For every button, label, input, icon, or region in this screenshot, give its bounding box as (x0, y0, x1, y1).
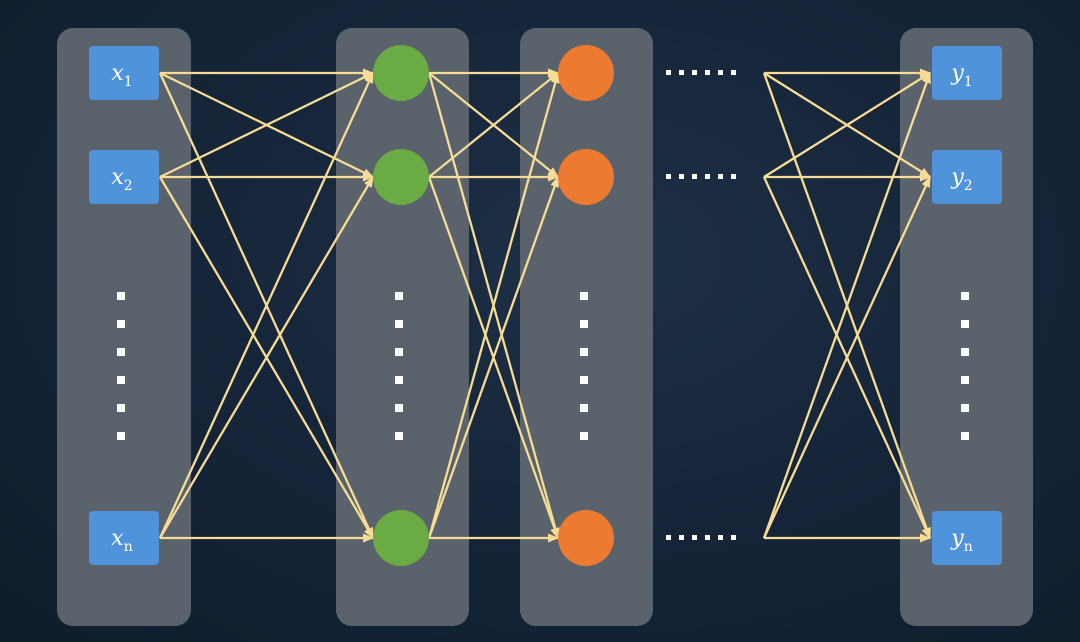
output-vertical-dots-icon (961, 292, 969, 440)
output-label-main: y (950, 165, 964, 190)
input-box (89, 150, 159, 204)
input-label-main: x (111, 526, 124, 551)
input-label-sub: n (124, 539, 133, 555)
horizontal-dots-icon-middle (666, 174, 736, 179)
connection-arrow-fanout-to-output-2-1 (762, 176, 932, 539)
input-node-xn: xn (89, 511, 159, 565)
input-node-x1: x1 (89, 46, 159, 100)
output-box (932, 150, 1002, 204)
connection-arrow-hidden1-to-hidden2-1-0 (428, 72, 559, 178)
output-label-sub: 2 (964, 178, 973, 194)
hidden-2-node-top (558, 45, 614, 101)
connection-arrow-fanout-to-output-2-0 (762, 72, 932, 539)
input-label-sub: 2 (124, 178, 133, 194)
hidden-2-node-middle (558, 149, 614, 205)
input-node-x2: x2 (89, 150, 159, 204)
connection-arrow-fanout-to-output-1-0 (763, 72, 931, 178)
svg-text:xn: xn (111, 526, 132, 555)
input-label-main: x (111, 165, 124, 190)
output-label-main: y (950, 526, 964, 551)
svg-text:y2: y2 (950, 165, 972, 194)
svg-text:y1: y1 (950, 61, 972, 90)
input-box (89, 46, 159, 100)
output-label-sub: n (964, 539, 973, 555)
output-node-y2: y2 (932, 150, 1002, 204)
svg-text:yn: yn (950, 526, 972, 555)
input-vertical-dots-icon (117, 292, 125, 440)
horizontal-dots-icon-bottom (666, 535, 736, 540)
connection-arrow-input-to-hidden1-2-0 (158, 72, 375, 539)
hidden-1-node-bottom (373, 510, 429, 566)
output-box (932, 511, 1002, 565)
connections-group (158, 68, 932, 543)
hidden-1-vertical-dots-icon (395, 292, 403, 440)
svg-text:x2: x2 (111, 165, 132, 194)
connection-arrow-hidden1-to-hidden2-2-0 (427, 72, 560, 539)
connection-arrow-input-to-hidden1-1-0 (159, 71, 374, 179)
horizontal-dots-icon-top (666, 70, 736, 75)
output-label-sub: 1 (964, 74, 973, 90)
hidden-1-node-middle (373, 149, 429, 205)
hidden-2-vertical-dots-icon (580, 292, 588, 440)
output-node-yn: yn (932, 511, 1002, 565)
connection-arrow-input-to-hidden1-2-1 (159, 176, 374, 539)
svg-text:x1: x1 (111, 61, 132, 90)
hidden-2-node-bottom (558, 510, 614, 566)
output-node-y1: y1 (932, 46, 1002, 100)
input-label-main: x (111, 61, 124, 86)
hidden-1-node-top (373, 45, 429, 101)
output-label-main: y (950, 61, 964, 86)
output-box (932, 46, 1002, 100)
connection-arrow-hidden1-to-hidden2-2-1 (427, 176, 560, 539)
input-label-sub: 1 (124, 74, 133, 90)
input-box (89, 511, 159, 565)
